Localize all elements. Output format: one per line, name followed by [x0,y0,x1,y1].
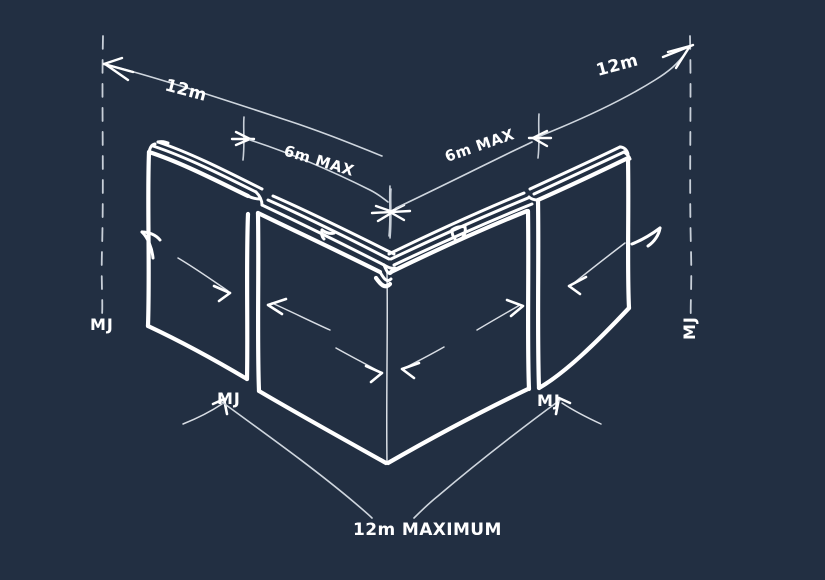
edge-flourish-left [140,230,162,260]
label-bottom-12m-maximum-text: 12m MAXIMUM [353,520,502,540]
label-mj-bottom-left: MJ [217,389,241,408]
dimension-line-bottom-12m [221,399,561,519]
callout-arrow-mj-bottom-left [182,397,229,425]
left-reference-dashed-line [100,35,104,317]
movement-joint-tick-top-left [230,116,256,161]
label-left-6m-max-text: 6m MAX [282,142,356,180]
wall-panel-left-end [145,140,264,382]
joint-notch-right [450,225,467,241]
label-bottom-12m-maximum: 12m MAXIMUM [353,520,502,540]
movement-joint-tick-top-right [527,113,553,159]
wall-panel-right-end [527,145,632,391]
dimension-line-top-right-6m [395,141,533,209]
label-top-left-12m: 12m [163,76,209,106]
label-top-right-12m-text: 12m [594,50,640,80]
label-right-6m-max: 6m MAX [442,125,516,166]
label-mj-bottom-left-text: MJ [217,389,241,408]
label-mj-right-outer-text: MJ [680,316,699,340]
label-top-left-12m-text: 12m [163,76,209,106]
movement-arrow-right-end-panel [567,242,626,296]
right-reference-dashed-line [689,35,693,322]
movement-arrow-center-right-upper [476,298,525,331]
label-right-6m-max-text: 6m MAX [442,125,516,166]
label-top-right-12m: 12m [594,50,640,80]
label-mj-left-outer-text: MJ [90,315,114,334]
dimension-line-top-left-6m [249,139,389,203]
movement-arrow-center-right-lower [400,346,445,380]
movement-arrow-center-left-lower [335,347,384,384]
edge-flourish-right [630,226,662,248]
label-mj-right-outer: MJ [680,316,699,340]
label-left-6m-max: 6m MAX [282,142,356,180]
label-mj-bottom-right: MJ [537,391,561,410]
label-mj-bottom-right-text: MJ [537,391,561,410]
dimension-line-top-right-12m [539,43,695,137]
callout-arrow-mj-bottom-right [554,396,602,425]
dimension-line-top-left-12m [102,56,383,157]
joint-notch-left [320,228,336,241]
movement-arrow-center-left-upper [266,297,331,331]
wall-panel-center-right [373,191,534,466]
label-mj-left-outer: MJ [90,315,114,334]
movement-arrow-left-end-panel [177,257,232,303]
wall-panel-center-left [255,194,397,466]
